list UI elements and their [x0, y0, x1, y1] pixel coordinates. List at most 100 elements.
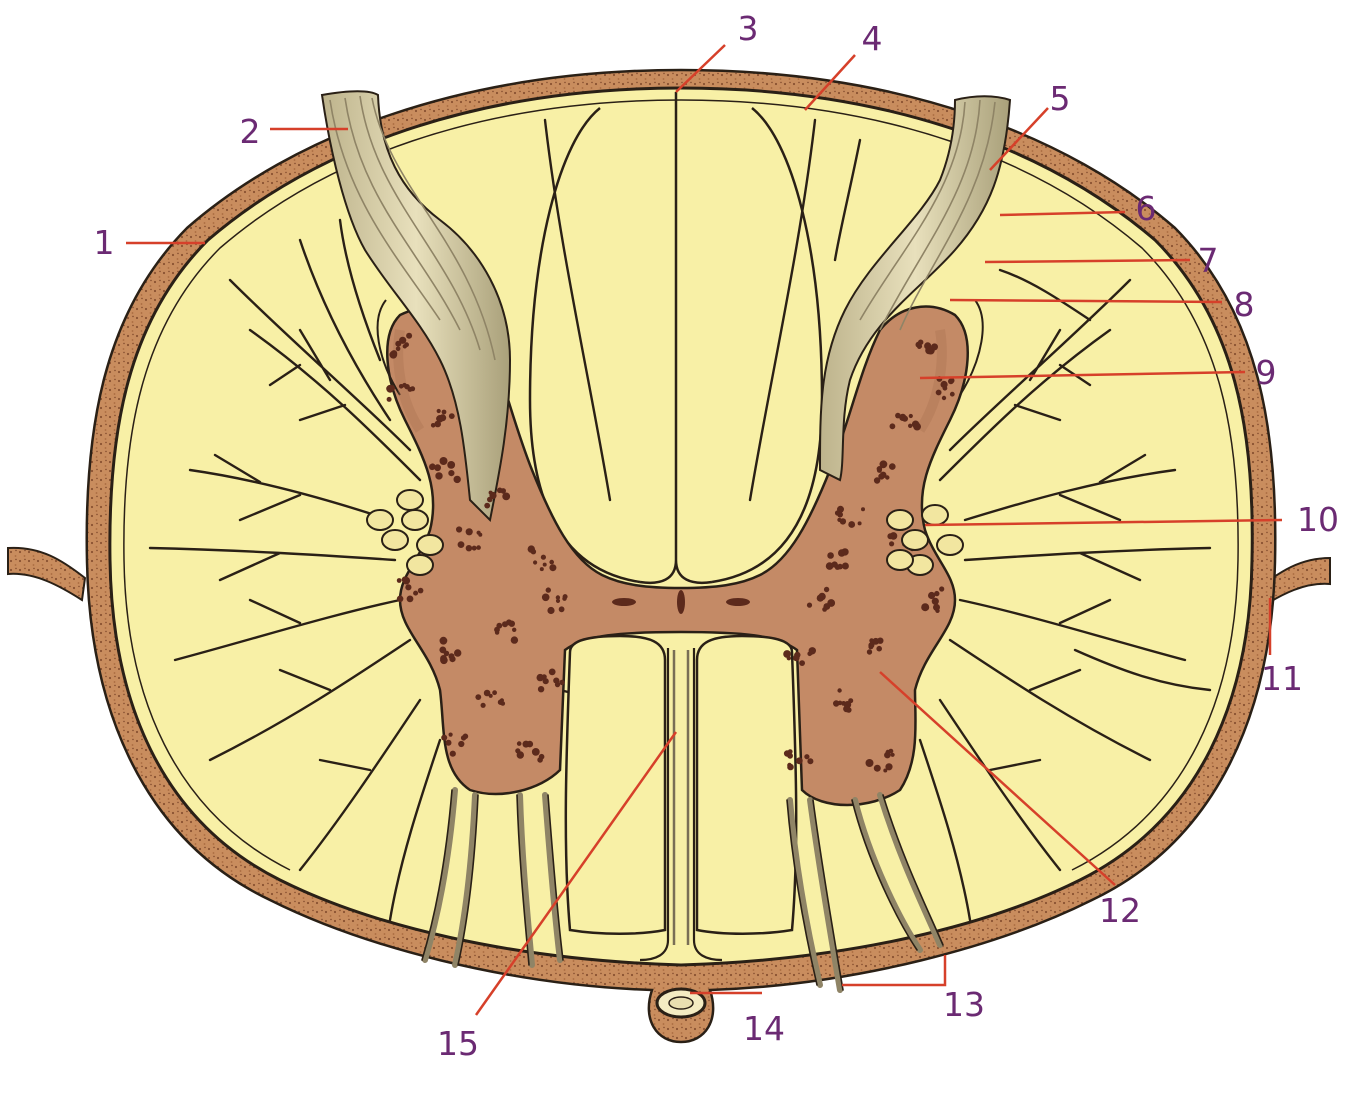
neuron-dot	[809, 650, 814, 655]
neuron-dot	[475, 694, 481, 700]
reticular-formation-cell	[887, 550, 913, 570]
neuron-dot	[950, 392, 955, 397]
neuron-dot	[492, 690, 497, 695]
neuron-dot	[449, 653, 455, 659]
neuron-dot	[807, 758, 813, 764]
neuron-dot	[559, 680, 564, 685]
neuron-dot	[407, 596, 414, 603]
neuron-dot	[477, 531, 481, 535]
neuron-dot	[431, 423, 436, 428]
neuron-dot	[540, 567, 544, 571]
neuron-dot	[867, 649, 872, 654]
neuron-dot	[842, 563, 849, 570]
neuron-dot	[463, 734, 469, 740]
neuron-dot	[928, 592, 935, 599]
neuron-dot	[866, 759, 874, 767]
neuron-dot	[389, 351, 397, 359]
neuron-dot	[890, 423, 896, 429]
reticular-formation-cell	[402, 510, 428, 530]
neuron-dot	[406, 333, 412, 339]
neuron-dot	[387, 397, 392, 402]
neuron-dot	[532, 748, 540, 756]
neuron-dot	[449, 413, 455, 419]
label-7: 7	[1198, 241, 1219, 280]
neuron-dot	[408, 387, 413, 392]
neuron-dot	[935, 609, 939, 613]
neuron-dot	[466, 528, 473, 535]
neuron-dot	[843, 706, 850, 713]
neuron-dot	[466, 545, 472, 551]
neuron-dot	[502, 621, 508, 627]
neuron-dot	[899, 414, 906, 421]
neuron-dot	[788, 749, 793, 754]
label-12: 12	[1099, 891, 1141, 930]
neuron-dot	[833, 700, 839, 706]
neuron-dot	[793, 655, 800, 662]
neuron-dot	[437, 409, 441, 413]
neuron-dot	[531, 549, 536, 554]
neuron-dot	[502, 493, 510, 501]
neuron-dot	[869, 638, 874, 643]
reticular-formation-cell	[367, 510, 393, 530]
neuron-dot	[404, 342, 409, 347]
neuron-dot	[889, 463, 896, 470]
neuron-dot	[787, 656, 791, 660]
neuron-dot	[489, 491, 493, 495]
neuron-dot	[397, 596, 404, 603]
neuron-dot	[848, 521, 855, 528]
neuron-dot	[538, 686, 544, 692]
neuron-dot	[877, 638, 883, 644]
neuron-dot	[553, 678, 559, 684]
neuron-dot	[517, 741, 522, 746]
label-11: 11	[1261, 659, 1303, 698]
neuron-dot	[826, 562, 834, 570]
neuron-dot	[796, 757, 803, 764]
neuron-dot	[450, 751, 456, 757]
neuron-dot	[448, 470, 454, 476]
neuron-dot	[429, 464, 435, 470]
neuron-dot	[858, 521, 862, 525]
neuron-dot	[542, 594, 550, 602]
neuron-dot	[886, 750, 890, 754]
label-15: 15	[437, 1024, 479, 1063]
neuron-dot	[547, 607, 554, 614]
white-matter	[110, 88, 1252, 965]
neuron-dot	[396, 347, 401, 352]
neuron-dot	[890, 532, 898, 540]
neuron-dot	[912, 421, 919, 428]
neuron-dot	[835, 564, 841, 570]
neuron-dot	[543, 563, 547, 567]
neuron-dot	[541, 555, 546, 560]
label-9: 9	[1256, 353, 1277, 392]
neuron-dot	[389, 385, 395, 391]
neuron-dot	[918, 344, 922, 348]
neuron-dot	[931, 343, 938, 350]
neuron-dot	[512, 628, 516, 632]
label-8: 8	[1234, 285, 1255, 324]
neuron-dot	[440, 457, 448, 465]
label-5: 5	[1050, 79, 1071, 118]
neuron-dot	[539, 754, 545, 760]
neuron-dot	[933, 600, 937, 604]
neuron-dot	[481, 703, 486, 708]
reticular-formation-cell	[417, 535, 443, 555]
neuron-dot	[509, 621, 515, 627]
neuron-dot	[454, 476, 461, 483]
neuron-dot	[787, 764, 794, 771]
reticular-formation-cell	[937, 535, 963, 555]
neuron-dot	[537, 674, 544, 681]
neuron-dot	[449, 733, 453, 737]
neuron-dot	[838, 549, 845, 556]
neuron-dot	[447, 461, 455, 469]
neuron-dot	[413, 591, 418, 596]
neuron-dot	[442, 410, 447, 415]
neuron-dot	[487, 497, 493, 503]
neuron-dot	[418, 588, 424, 594]
neuron-dot	[837, 512, 843, 518]
neuron-dot	[454, 649, 461, 656]
neuron-dot	[549, 564, 556, 571]
neuron-dot	[496, 623, 502, 629]
neuron-dot	[458, 541, 465, 548]
neuron-dot	[533, 560, 537, 564]
neuron-dot	[876, 646, 882, 652]
